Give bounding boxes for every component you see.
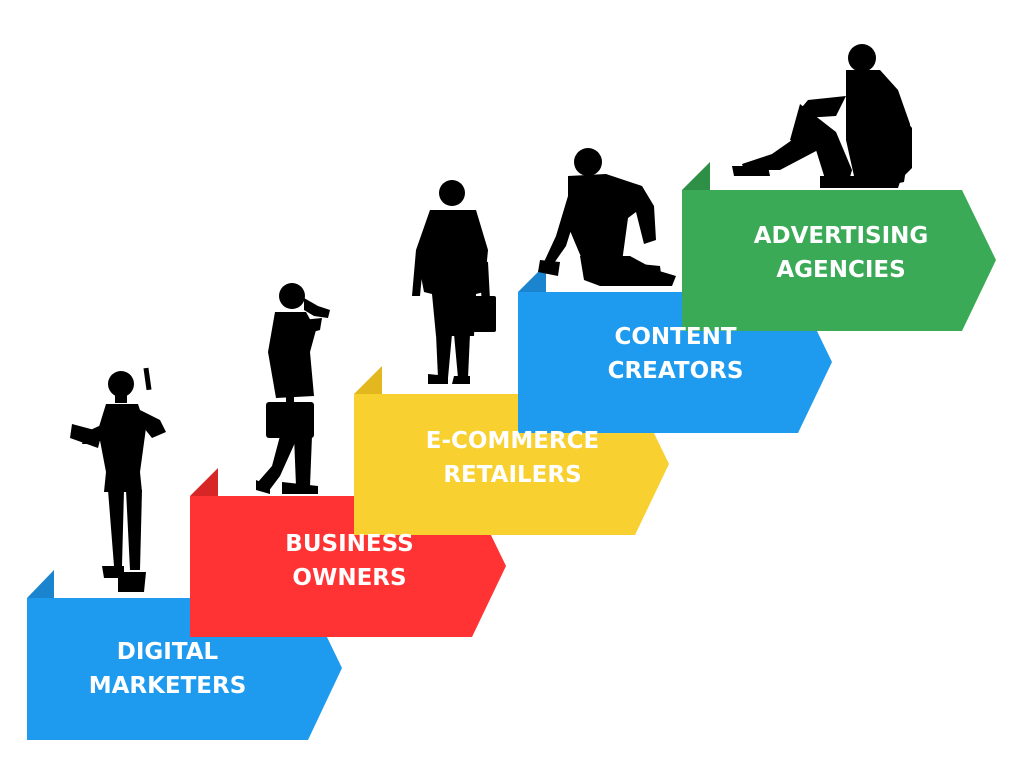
step-label-line-1: DIGITAL bbox=[116, 639, 219, 665]
step-tab-5 bbox=[682, 162, 710, 190]
step-label-line-1: BUSINESS bbox=[285, 531, 414, 557]
step-advertising-agencies bbox=[682, 162, 996, 331]
step-tab-2 bbox=[190, 468, 218, 496]
step-label-line-1: E-COMMERCE bbox=[425, 428, 600, 454]
standing-man-with-bag-silhouette-icon bbox=[412, 180, 496, 384]
step-label-line-2: AGENCIES bbox=[776, 257, 906, 283]
step-label-ecommerce-retailers: E-COMMERCE RETAILERS bbox=[395, 424, 630, 492]
man-reading-document-silhouette-icon bbox=[70, 367, 166, 592]
step-label-line-2: CREATORS bbox=[607, 358, 744, 384]
step-label-line-2: MARKETERS bbox=[88, 673, 247, 699]
step-label-line-2: RETAILERS bbox=[443, 462, 582, 488]
seated-man-silhouette-icon bbox=[732, 44, 912, 188]
step-arrow-5 bbox=[682, 190, 996, 331]
kneeling-man-silhouette-icon bbox=[538, 148, 676, 286]
step-label-line-2: OWNERS bbox=[292, 565, 407, 591]
step-label-line-1: CONTENT bbox=[614, 324, 737, 350]
step-label-business-owners: BUSINESS OWNERS bbox=[232, 527, 467, 595]
step-tab-1 bbox=[27, 570, 54, 598]
step-tab-3 bbox=[354, 366, 382, 394]
step-label-advertising-agencies: ADVERTISING AGENCIES bbox=[722, 219, 960, 287]
step-label-line-1: ADVERTISING bbox=[753, 223, 929, 249]
man-with-briefcase-on-phone-silhouette-icon bbox=[256, 283, 330, 494]
step-label-digital-marketers: DIGITAL MARKETERS bbox=[50, 635, 285, 703]
step-label-content-creators: CONTENT CREATORS bbox=[558, 320, 793, 388]
